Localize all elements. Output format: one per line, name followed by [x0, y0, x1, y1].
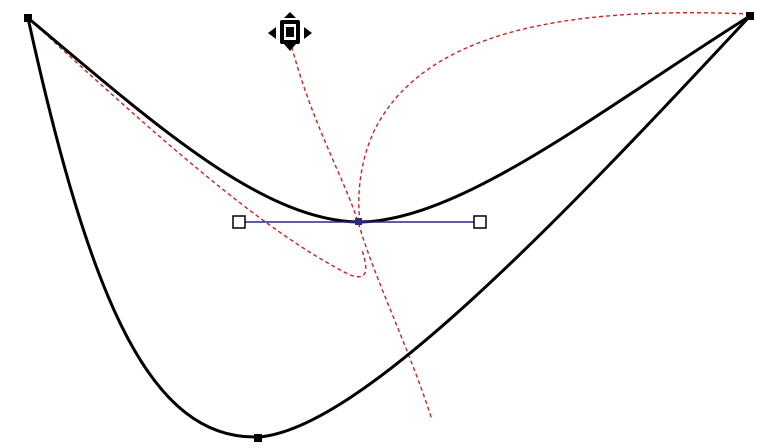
lower-curve[interactable]	[26, 14, 752, 439]
guide-curve-right	[358, 12, 751, 223]
move-cursor-icon	[268, 12, 312, 51]
anchor-point-selected[interactable]	[355, 218, 362, 225]
guide-curve-vertical	[289, 39, 433, 421]
upper-curve[interactable]	[26, 14, 752, 224]
guide-curve-left	[27, 17, 367, 278]
direction-handles[interactable]	[232, 215, 487, 229]
anchor-point-top-left[interactable]	[24, 14, 32, 22]
handle-point-left[interactable]	[232, 215, 246, 229]
handle-point-right[interactable]	[473, 215, 487, 229]
guide-curves	[27, 12, 751, 421]
bezier-path[interactable]	[26, 14, 752, 439]
anchor-point-top-right[interactable]	[746, 12, 754, 20]
anchor-point-bottom[interactable]	[254, 434, 262, 442]
